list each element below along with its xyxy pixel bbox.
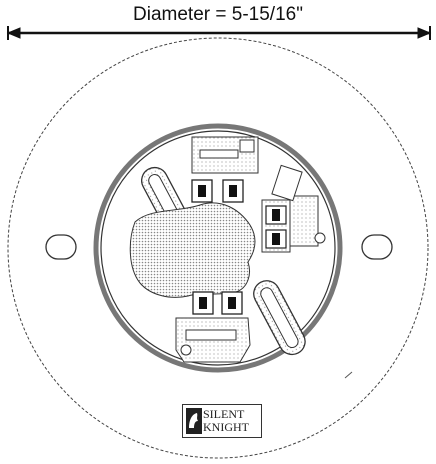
- inner-ring-outer: [93, 123, 343, 373]
- top-terminal-screws: [191, 179, 244, 203]
- bottom-terminal-screws: [192, 291, 243, 315]
- brand-line-2: KNIGHT: [203, 420, 249, 434]
- right-terminal-block: [261, 164, 326, 253]
- tick-mark: [344, 371, 353, 379]
- brand-logo: SILENT KNIGHT: [182, 404, 262, 438]
- contact-pad: [129, 202, 256, 298]
- bottom-terminal-bracket: [175, 317, 251, 363]
- mounting-slot-left: [45, 234, 77, 260]
- top-terminal-bracket: [191, 136, 259, 174]
- dimension-arrow: [6, 26, 432, 40]
- diameter-label: Diameter = 5-15/16": [133, 4, 303, 25]
- slot-lower-right: [253, 280, 306, 356]
- outer-base-ring: [7, 37, 429, 459]
- knight-icon: [186, 408, 202, 434]
- mounting-slot-right: [361, 234, 393, 260]
- brand-line-1: SILENT: [203, 407, 245, 421]
